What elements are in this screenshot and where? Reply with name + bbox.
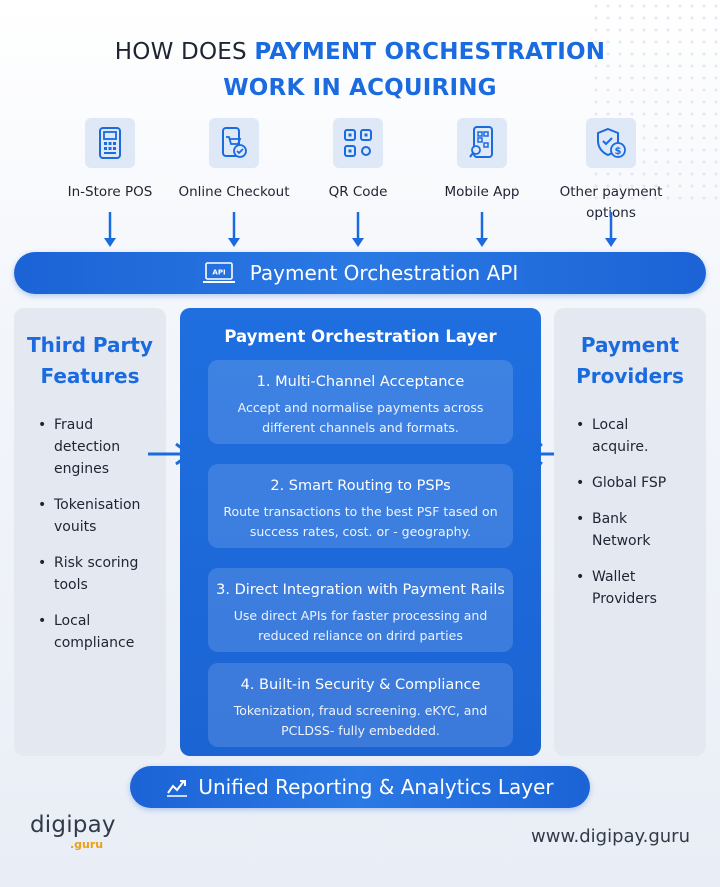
card-desc: Use direct APIs for faster processing an… xyxy=(233,608,488,643)
layer-title: Payment Orchestration Layer xyxy=(224,327,497,346)
card-desc: Tokenization, fraud screening. eKYC, and… xyxy=(233,703,488,738)
title-plain: HOW DOES xyxy=(114,39,255,65)
source-qr-code: QR Code xyxy=(293,118,423,247)
api-laptop-icon: API xyxy=(202,262,235,283)
card-title: 2. Smart Routing to PSPs xyxy=(270,478,451,494)
website-url: www.digipay.guru xyxy=(531,826,690,847)
list-item: Fraud detection engines xyxy=(38,414,138,480)
list-item: Bank Network xyxy=(576,508,656,552)
source-online-checkout: Online Checkout xyxy=(169,118,299,247)
third-party-list: Fraud detection engines Tokenisation vou… xyxy=(14,414,166,654)
arrow-down-icon xyxy=(228,212,240,247)
mobile-app-icon xyxy=(457,118,507,168)
source-label: In-Store POS xyxy=(67,184,153,200)
payment-orchestration-api-bar: API Payment Orchestration API xyxy=(14,252,706,294)
layer-card-routing: 2. Smart Routing to PSPs Route transacti… xyxy=(208,464,513,548)
list-item: Local acquire. xyxy=(576,414,676,458)
analytics-trend-icon xyxy=(167,780,188,797)
svg-text:API: API xyxy=(212,269,225,277)
logo-main: digipay xyxy=(30,812,116,838)
report-bar-label: Unified Reporting & Analytics Layer xyxy=(198,775,554,799)
svg-text:$: $ xyxy=(615,146,622,157)
list-item: Risk scoring tools xyxy=(38,552,148,596)
arrow-down-icon xyxy=(352,212,364,247)
payment-orchestration-layer: Payment Orchestration Layer xyxy=(180,308,541,756)
payment-sources: In-Store POS Online Checkout QR Code Mob… xyxy=(0,118,720,248)
source-label: Online Checkout xyxy=(178,184,290,200)
providers-list: Local acquire. Global FSP Bank Network W… xyxy=(554,414,706,610)
card-title: 3. Direct Integration with Payment Rails xyxy=(216,582,505,598)
source-label: Mobile App xyxy=(444,184,520,200)
arrow-down-icon xyxy=(104,212,116,247)
card-title: 1. Multi-Channel Acceptance xyxy=(256,374,465,390)
online-checkout-icon xyxy=(209,118,259,168)
arrow-down-icon xyxy=(605,212,617,247)
list-item: Global FSP xyxy=(576,472,686,494)
title-line2: WORK IN ACQUIRING xyxy=(223,75,497,101)
source-in-store-pos: In-Store POS xyxy=(45,118,175,247)
api-bar-label: Payment Orchestration API xyxy=(249,261,519,285)
list-item: Local compliance xyxy=(38,610,148,654)
source-other-payment: $ Other payment options xyxy=(546,118,676,247)
list-item: Tokenisation vouits xyxy=(38,494,148,538)
card-title: 4. Built-in Security & Compliance xyxy=(240,677,481,693)
list-item: Wallet Providers xyxy=(576,566,666,610)
page-title: HOW DOES PAYMENT ORCHESTRATION WORK IN A… xyxy=(0,34,720,106)
source-mobile-app: Mobile App xyxy=(417,118,547,247)
shield-dollar-icon: $ xyxy=(586,118,636,168)
title-accent: PAYMENT ORCHESTRATION xyxy=(254,39,606,65)
card-desc: Accept and normalise payments across dif… xyxy=(237,400,484,435)
card-desc: Route transactions to the best PSF tased… xyxy=(223,504,498,539)
arrow-down-icon xyxy=(476,212,488,247)
pos-terminal-icon xyxy=(85,118,135,168)
layer-card-integration: 3. Direct Integration with Payment Rails… xyxy=(208,568,513,652)
logo-sub: .guru xyxy=(70,838,104,851)
qr-code-icon xyxy=(333,118,383,168)
unified-reporting-bar: Unified Reporting & Analytics Layer xyxy=(130,766,590,808)
layer-card-security: 4. Built-in Security & Compliance Tokeni… xyxy=(208,663,513,747)
digipay-logo: digipay .guru xyxy=(30,812,116,851)
source-label: QR Code xyxy=(328,184,388,200)
layer-card-acceptance: 1. Multi-Channel Acceptance Accept and n… xyxy=(208,360,513,444)
